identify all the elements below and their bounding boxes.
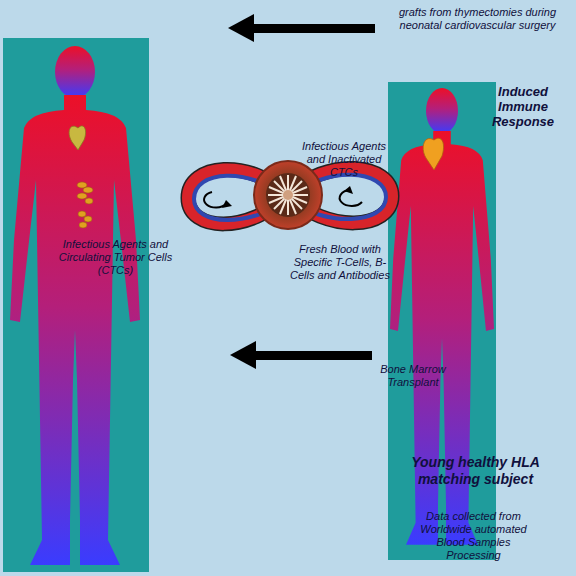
panel-box: Induced Immune ResponseYoung healthy HLA… <box>388 82 496 560</box>
blood-pump <box>254 161 322 229</box>
annotation-label: grafts from thymectomies during neonatal… <box>385 6 570 32</box>
node-text: Data collected from Worldwide automated … <box>416 510 531 562</box>
panel-box: Infectious Agents and Circulating Tumor … <box>3 38 149 572</box>
node-text: Young healthy HLA matching subject <box>398 454 553 488</box>
bottom-transfer-arrow <box>230 341 372 369</box>
annotation-label: Infectious Agents and Inactivated CTCs <box>293 140 395 179</box>
node-text: Infectious Agents and Circulating Tumor … <box>58 238 173 277</box>
annotation-label: Fresh Blood with Specific T-Cells, B-Cel… <box>286 243 394 282</box>
blood-exchange-loop <box>188 168 392 223</box>
node-text: Induced Immune Response <box>483 84 563 129</box>
top-transfer-arrow <box>228 14 375 42</box>
annotation-label: Bone Marrow Transplant <box>378 363 448 389</box>
